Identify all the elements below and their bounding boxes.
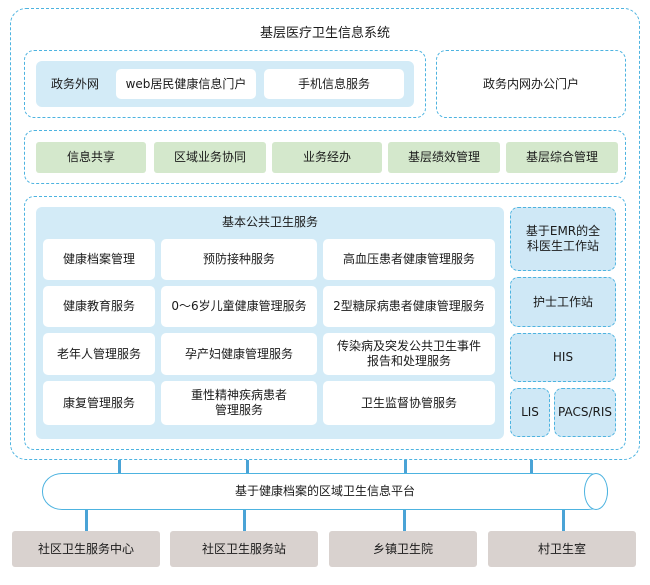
connector-system-platform-2	[246, 460, 249, 474]
external-portal-frame	[24, 50, 426, 118]
service-health-records: 健康档案管理	[43, 239, 155, 280]
function-regional-coordination: 区域业务协同	[154, 142, 266, 173]
services-frame	[24, 196, 626, 450]
service-vaccination: 预防接种服务	[161, 239, 317, 280]
service-rehabilitation: 康复管理服务	[43, 381, 155, 425]
service-child-health: 0～6岁儿童健康管理服务	[161, 286, 317, 327]
connector-system-platform-1	[118, 460, 121, 474]
service-maternal: 孕产妇健康管理服务	[161, 333, 317, 375]
function-performance-mgmt: 基层绩效管理	[388, 142, 500, 173]
public-health-title: 基本公共卫生服务	[221, 214, 318, 229]
service-health-education: 健康教育服务	[43, 286, 155, 327]
institution-village-clinic: 村卫生室	[488, 531, 636, 567]
internal-office-portal: 政务内网办公门户	[436, 50, 626, 118]
function-business-handling: 业务经办	[272, 142, 382, 173]
service-hypertension: 高血压患者健康管理服务	[323, 239, 495, 280]
connector-platform-inst-3	[403, 510, 406, 532]
emr-gp-workstation: 基于EMR的全科医生工作站	[510, 207, 616, 271]
nurse-workstation: 护士工作站	[510, 277, 616, 327]
external-network-label: 政务外网	[50, 76, 99, 91]
institution-community-station: 社区卫生服务站	[170, 531, 318, 567]
his-system: HIS	[510, 333, 616, 382]
institution-community-center: 社区卫生服务中心	[12, 531, 160, 567]
system-title: 基层医疗卫生信息系统	[259, 25, 390, 41]
functions-frame	[24, 130, 626, 184]
connector-platform-inst-2	[243, 510, 246, 532]
regional-health-platform: 基于健康档案的区域卫生信息平台	[42, 473, 608, 510]
pacs-ris-system: PACS/RIS	[554, 388, 616, 437]
connector-platform-inst-4	[562, 510, 565, 532]
connector-system-platform-4	[530, 460, 533, 474]
function-comprehensive-mgmt: 基层综合管理	[506, 142, 618, 173]
institution-township-hospital: 乡镇卫生院	[329, 531, 477, 567]
service-infectious-disease: 传染病及突发公共卫生事件报告和处理服务	[323, 333, 495, 375]
system-frame	[10, 8, 640, 460]
lis-system: LIS	[510, 388, 550, 437]
service-diabetes: 2型糖尿病患者健康管理服务	[323, 286, 495, 327]
service-elderly: 老年人管理服务	[43, 333, 155, 375]
function-info-sharing: 信息共享	[36, 142, 146, 173]
connector-platform-inst-1	[85, 510, 88, 532]
connector-system-platform-3	[404, 460, 407, 474]
platform-pipe-end	[584, 473, 608, 510]
service-mental-illness: 重性精神疾病患者管理服务	[161, 381, 317, 425]
service-health-supervision: 卫生监督协管服务	[323, 381, 495, 425]
web-portal-cell: web居民健康信息门户	[116, 69, 256, 99]
mobile-service-cell: 手机信息服务	[264, 69, 404, 99]
